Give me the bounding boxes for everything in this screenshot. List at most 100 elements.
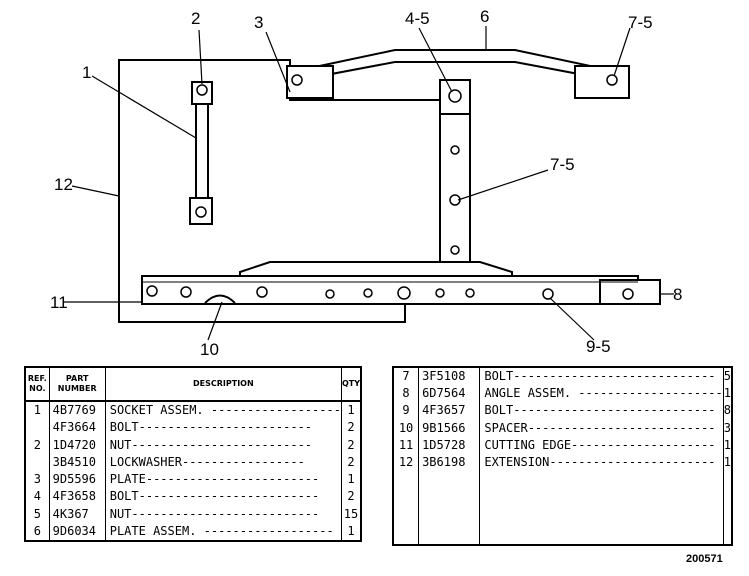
- qty-cell: 1: [723, 454, 731, 469]
- description-cell: SOCKET ASSEM. ------------------: [105, 401, 342, 420]
- leader-lines: [64, 26, 674, 341]
- part-number-cell: 9D5596: [49, 470, 106, 489]
- callout-3: 3: [254, 13, 263, 32]
- qty-cell: 2: [347, 489, 355, 504]
- description-cell: ANGLE ASSEM. --------------------: [479, 385, 724, 403]
- part-number-cell: 1D5728: [418, 436, 481, 454]
- description-cell: NUT-------------------------: [105, 436, 342, 454]
- table-filler-row: [393, 471, 732, 545]
- socket-rod: [195, 95, 209, 205]
- description-cell: CUTTING EDGE--------------------: [479, 436, 724, 454]
- part-number-cell: 4B7769: [49, 401, 106, 420]
- qty-cell: 8: [723, 403, 731, 418]
- description-cell: SPACER--------------------------: [479, 419, 724, 437]
- header-ref: REF.NO.: [25, 367, 50, 402]
- part-number-cell: 9D6034: [49, 522, 106, 541]
- header-qty: QTY: [341, 367, 361, 402]
- spacer: [204, 294, 236, 304]
- ref-cell: 8: [393, 385, 420, 403]
- part-number-cell: 1D4720: [49, 436, 106, 454]
- description-cell: EXTENSION-----------------------: [479, 453, 724, 472]
- callout-2: 2: [191, 9, 200, 28]
- parts-diagram: 1 2 3 4-5 6 7-5 7-5 12 11 10 8 9-5: [50, 7, 682, 359]
- qty-cell: 1: [723, 437, 731, 452]
- ref-cell: [25, 419, 50, 437]
- ref-cell: 12: [393, 453, 420, 472]
- description-cell: LOCKWASHER-----------------: [105, 453, 342, 471]
- callout-8: 8: [673, 285, 682, 304]
- qty-cell: 15: [343, 506, 359, 521]
- description-cell: BOLT----------------------------: [479, 402, 724, 420]
- part-number-cell: 6D7564: [418, 385, 481, 403]
- qty-cell: 2: [347, 420, 355, 435]
- plate-right-tab: [574, 65, 630, 99]
- part-number-cell: 9B1566: [418, 419, 481, 437]
- qty-cell: 5: [723, 369, 731, 383]
- qty-cell: 2: [347, 437, 355, 452]
- qty-cell: 1: [347, 523, 355, 538]
- part-number-cell: 4F3664: [49, 419, 106, 437]
- callout-7-5-top: 7-5: [628, 13, 653, 32]
- description-cell: BOLT-------------------------: [105, 488, 342, 506]
- ref-cell: 6: [25, 522, 50, 541]
- ref-cell: 1: [25, 401, 50, 420]
- ref-cell: 3: [25, 470, 50, 489]
- part-number-cell: 3B6198: [418, 453, 481, 472]
- description-cell: PLATE------------------------: [105, 470, 342, 489]
- empty-cell: [723, 471, 732, 545]
- qty-cell: 2: [347, 454, 355, 469]
- part-number-cell: 3B4510: [49, 453, 106, 471]
- callout-7-5-mid: 7-5: [550, 155, 575, 174]
- figure-number: 200571: [686, 553, 723, 565]
- ref-cell: 10: [393, 419, 420, 437]
- description-cell: PLATE ASSEM. ------------------: [105, 522, 342, 541]
- qty-cell: 1: [723, 386, 731, 401]
- ref-cell: 4: [25, 488, 50, 506]
- qty-cell: 3: [723, 420, 731, 435]
- part-number-cell: 4F3657: [418, 402, 481, 420]
- description-cell: NUT--------------------------: [105, 505, 342, 523]
- plate-assembly-top: [309, 49, 601, 80]
- ref-cell: 7: [393, 367, 420, 386]
- callout-4-5: 4-5: [405, 9, 430, 28]
- callout-12: 12: [54, 175, 73, 194]
- callout-11: 11: [50, 293, 68, 312]
- ref-cell: 9: [393, 402, 420, 420]
- callout-6: 6: [480, 7, 489, 26]
- empty-cell: [418, 471, 481, 545]
- header-description: DESCRIPTION: [105, 367, 342, 402]
- cutting-edge: [141, 275, 639, 305]
- qty-cell: 1: [347, 472, 355, 487]
- description-cell: BOLT----------------------------: [479, 367, 724, 386]
- part-number-cell: 4K367: [49, 505, 106, 523]
- ref-cell: 2: [25, 436, 50, 454]
- ref-cell: 11: [393, 436, 420, 454]
- bolt-heads: [146, 74, 634, 300]
- empty-cell: [393, 471, 420, 545]
- callout-10: 10: [200, 340, 219, 359]
- callout-1: 1: [82, 63, 91, 82]
- qty-cell: 1: [347, 403, 355, 418]
- part-number-cell: 3F5108: [418, 367, 481, 386]
- empty-cell: [479, 471, 724, 545]
- description-cell: BOLT------------------------: [105, 419, 342, 437]
